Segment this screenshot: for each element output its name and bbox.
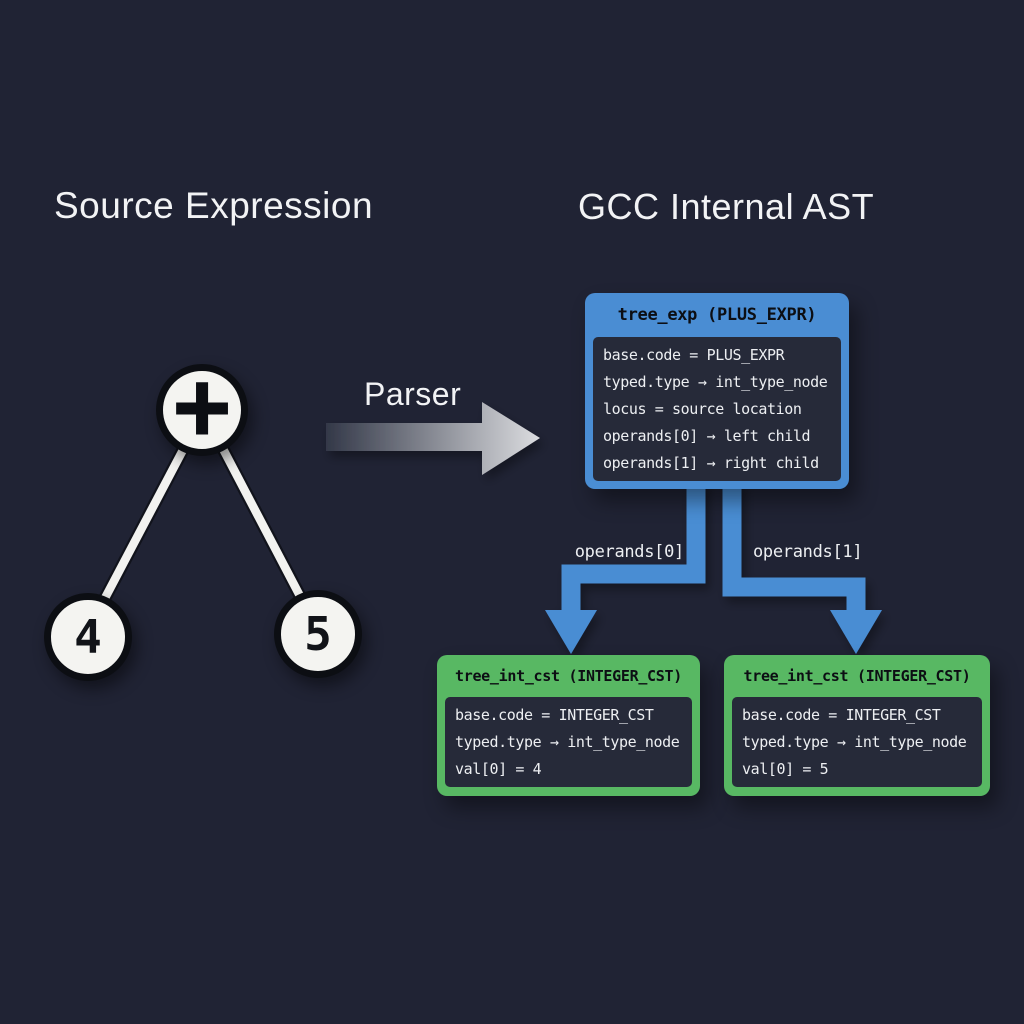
ast-left-leaf-panel: base.code = INTEGER_CST typed.type → int… xyxy=(445,697,692,787)
ast-root-field: typed.type → int_type_node xyxy=(603,373,828,391)
parser-label: Parser xyxy=(364,376,462,412)
tree-node-5: 5 xyxy=(274,590,362,678)
leaf-value-5: 5 xyxy=(304,607,332,661)
ast-root-field: operands[0] → left child xyxy=(603,427,811,445)
tree-edge-left xyxy=(100,446,188,602)
operand1-arrowhead xyxy=(830,610,882,654)
operand1-label: operands[1] xyxy=(753,542,863,562)
parser-arrow xyxy=(326,402,540,475)
ast-root-field: base.code = PLUS_EXPR xyxy=(603,346,785,364)
ast-left-leaf-header: tree_int_cst (INTEGER_CST) xyxy=(454,667,682,685)
ast-right-leaf-box: tree_int_cst (INTEGER_CST) base.code = I… xyxy=(724,655,990,796)
ast-root-header: tree_exp (PLUS_EXPR) xyxy=(617,305,817,325)
ast-right-leaf-field: val[0] = 5 xyxy=(742,760,829,778)
plus-operator: + xyxy=(168,362,236,452)
tree-node-4: 4 xyxy=(44,593,132,681)
tree-node-plus: + xyxy=(156,364,248,456)
tree-edges xyxy=(98,443,306,604)
ast-left-leaf-field: base.code = INTEGER_CST xyxy=(455,706,654,724)
operand1-arrow-line xyxy=(722,480,866,614)
ast-root-field: locus = source location xyxy=(603,400,802,418)
ast-root-panel: base.code = PLUS_EXPR typed.type → int_t… xyxy=(593,337,841,481)
operand0-label: operands[0] xyxy=(574,542,685,562)
ast-left-leaf-box: tree_int_cst (INTEGER_CST) base.code = I… xyxy=(437,655,700,796)
operand0-arrowhead xyxy=(545,610,597,654)
leaf-value-4: 4 xyxy=(74,610,102,664)
ast-root-field: operands[1] → right child xyxy=(603,454,819,472)
title-gcc-internal-ast: GCC Internal AST xyxy=(578,186,875,227)
tree-edge-right xyxy=(218,445,304,598)
ast-right-leaf-field: base.code = INTEGER_CST xyxy=(742,706,941,724)
ast-right-leaf-header: tree_int_cst (INTEGER_CST) xyxy=(743,667,971,685)
ast-left-leaf-field: typed.type → int_type_node xyxy=(455,733,680,751)
ast-right-leaf-panel: base.code = INTEGER_CST typed.type → int… xyxy=(732,697,982,787)
ast-root-box: tree_exp (PLUS_EXPR) base.code = PLUS_EX… xyxy=(585,293,849,489)
operand0-arrow-line xyxy=(561,480,706,614)
ast-left-leaf-field: val[0] = 4 xyxy=(455,760,542,778)
operand-connectors xyxy=(545,480,882,654)
title-source-expression: Source Expression xyxy=(54,185,374,226)
ast-right-leaf-field: typed.type → int_type_node xyxy=(742,733,967,751)
